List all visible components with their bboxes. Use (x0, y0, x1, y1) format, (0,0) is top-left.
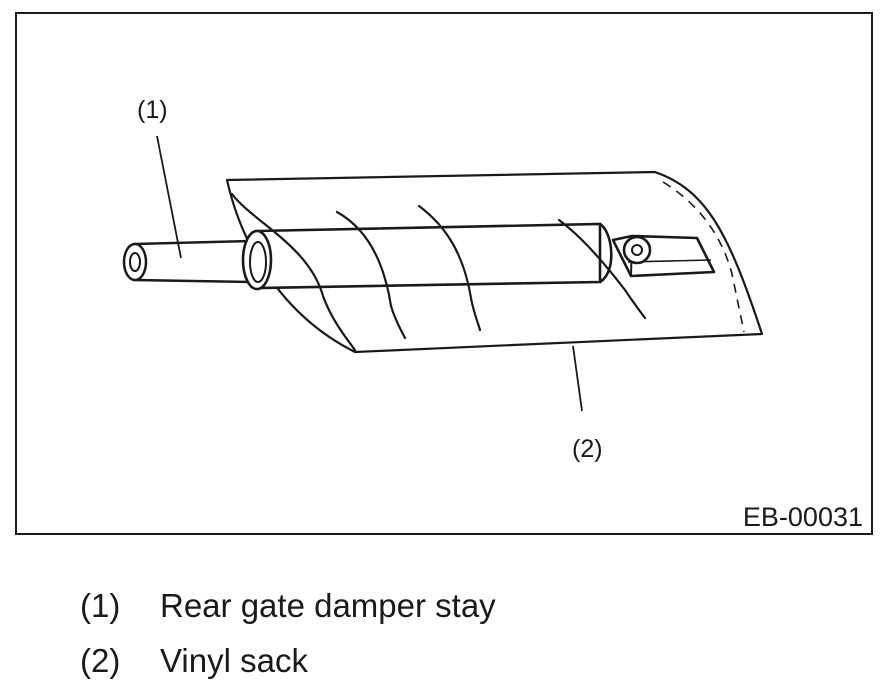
legend-item: (1) Rear gate damper stay (80, 578, 496, 633)
figure-frame: (1) (2) EB-00031 (15, 12, 873, 535)
damper-in-sack-illustration: (1) (2) EB-00031 (122, 96, 863, 532)
damper-end-bracket (611, 234, 716, 278)
damper-rod (122, 239, 253, 284)
legend-item: (2) Vinyl sack (80, 633, 496, 688)
legend-text: Vinyl sack (160, 642, 308, 679)
callout-label-2: (2) (572, 435, 603, 463)
callout-label-1: (1) (137, 96, 168, 124)
leader-line-2 (572, 345, 583, 412)
legend: (1) Rear gate damper stay (2) Vinyl sack (80, 578, 496, 688)
damper-cylinder (241, 222, 613, 291)
figure-code: EB-00031 (743, 502, 863, 532)
legend-number: (1) (80, 587, 121, 624)
sack-dashed-fold (662, 181, 745, 333)
legend-number: (2) (80, 642, 121, 679)
sack-wrinkles (230, 192, 647, 352)
leader-line-1 (156, 135, 182, 259)
legend-text: Rear gate damper stay (160, 587, 496, 624)
